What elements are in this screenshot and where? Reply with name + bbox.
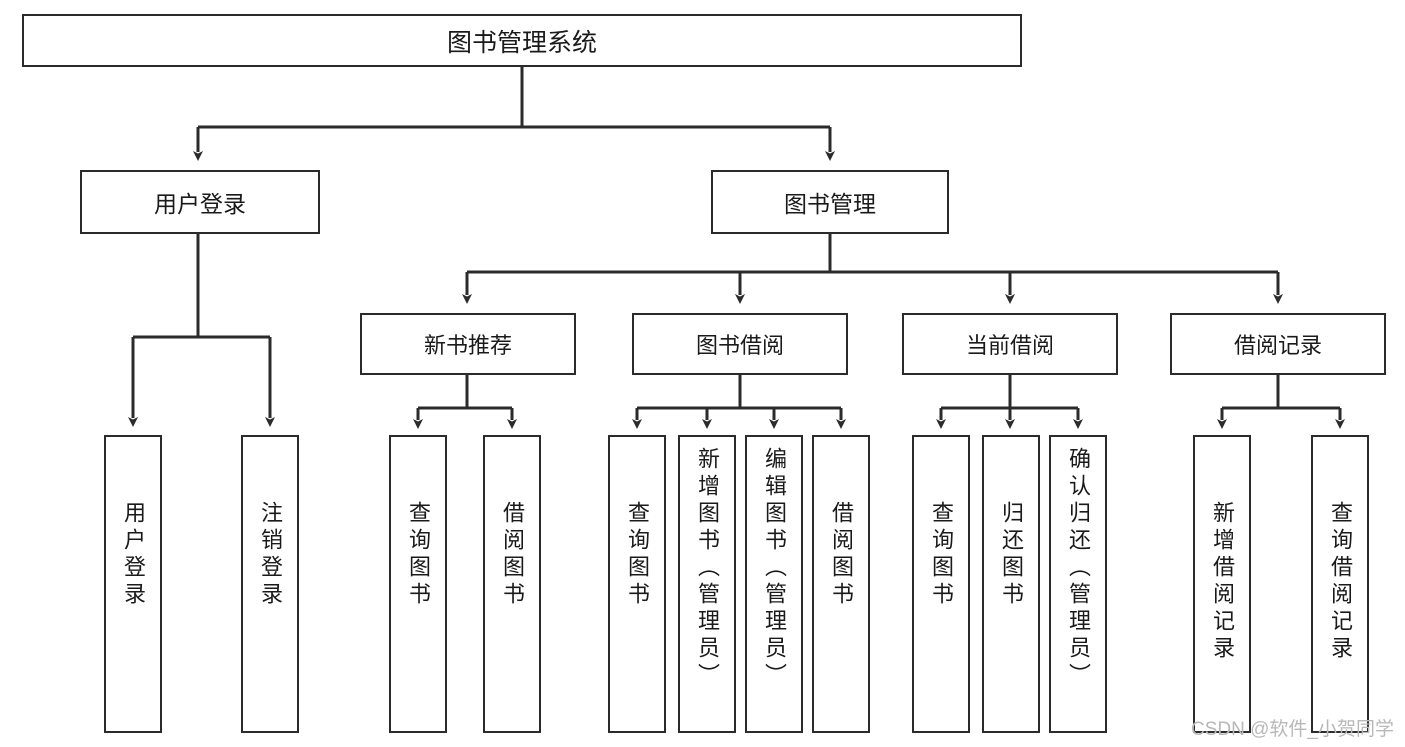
leaf-add-book-admin[interactable]: 新增图书（管理员） (678, 435, 736, 733)
node-label: 图书借阅 (695, 333, 784, 358)
node-borrow-record[interactable]: 借阅记录 (1170, 313, 1386, 375)
node-label: 图书管理系统 (446, 28, 597, 57)
node-label: 新书推荐 (423, 333, 512, 358)
leaf-label: 借阅图书 (829, 501, 854, 609)
leaf-label: 新增图书（管理员） (695, 447, 720, 690)
leaf-label: 注销登录 (258, 501, 283, 609)
leaf-borrow-book-recommend[interactable]: 借阅图书 (483, 435, 541, 733)
node-current-borrow[interactable]: 当前借阅 (902, 313, 1118, 375)
node-label: 当前借阅 (965, 333, 1054, 358)
node-root-book-management-system[interactable]: 图书管理系统 (22, 14, 1022, 67)
leaf-label: 查询借阅记录 (1328, 501, 1353, 663)
leaf-label: 借阅图书 (500, 501, 525, 609)
leaf-edit-book-admin[interactable]: 编辑图书（管理员） (745, 435, 803, 733)
leaf-logout[interactable]: 注销登录 (241, 435, 299, 733)
leaf-confirm-return-admin[interactable]: 确认归还（管理员） (1049, 435, 1107, 733)
leaf-label: 查询图书 (406, 501, 431, 609)
node-new-book-recommend[interactable]: 新书推荐 (360, 313, 576, 375)
leaf-query-book-recommend[interactable]: 查询图书 (389, 435, 447, 733)
leaf-label: 用户登录 (121, 501, 146, 609)
leaf-label: 归还图书 (999, 501, 1024, 609)
leaf-query-book-current[interactable]: 查询图书 (912, 435, 970, 733)
leaf-query-book[interactable]: 查询图书 (608, 435, 666, 733)
leaf-label: 确认归还（管理员） (1066, 447, 1091, 690)
node-label: 借阅记录 (1233, 333, 1322, 358)
leaf-add-borrow-record[interactable]: 新增借阅记录 (1193, 435, 1251, 733)
leaf-user-login[interactable]: 用户登录 (104, 435, 162, 733)
leaf-label: 查询图书 (929, 501, 954, 609)
node-label: 图书管理 (784, 191, 876, 217)
leaf-query-borrow-record[interactable]: 查询借阅记录 (1311, 435, 1369, 733)
node-book-management[interactable]: 图书管理 (711, 170, 949, 234)
leaf-label: 查询图书 (625, 501, 650, 609)
node-book-borrow[interactable]: 图书借阅 (632, 313, 848, 375)
node-user-login[interactable]: 用户登录 (80, 170, 320, 234)
leaf-label: 编辑图书（管理员） (762, 447, 787, 690)
watermark: CSDN @软件_小贺同学 (1191, 719, 1394, 740)
node-label: 用户登录 (154, 191, 246, 217)
leaf-return-book[interactable]: 归还图书 (982, 435, 1040, 733)
leaf-borrow-book[interactable]: 借阅图书 (812, 435, 870, 733)
leaf-label: 新增借阅记录 (1210, 501, 1235, 663)
